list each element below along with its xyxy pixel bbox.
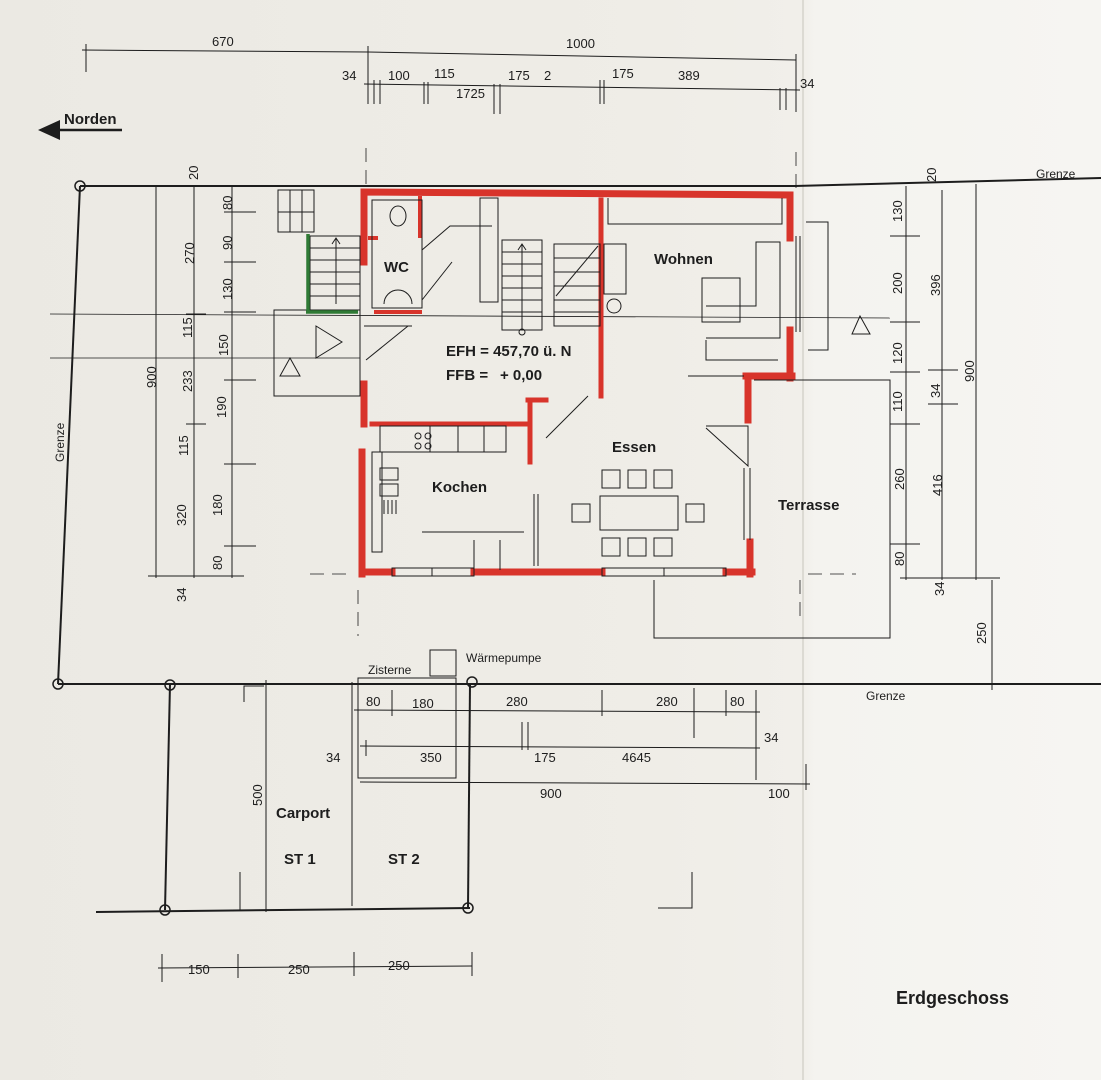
dim-right-200: 200 bbox=[890, 272, 905, 294]
dim-34-left: 34 bbox=[342, 68, 356, 83]
dim-bottom-280-b: 280 bbox=[656, 694, 678, 709]
dim-left-900: 900 bbox=[144, 366, 159, 388]
dim-right-130: 130 bbox=[890, 200, 905, 222]
room-label-wc: WC bbox=[384, 259, 409, 276]
dim-1000: 1000 bbox=[566, 36, 595, 51]
property-boundary bbox=[57, 177, 1101, 913]
dim-left-80-b: 80 bbox=[210, 556, 225, 570]
dim-bottom-900: 900 bbox=[540, 786, 562, 801]
waermepumpe-label: Wärmepumpe bbox=[466, 651, 542, 665]
dim-bottom-4645: 4645 bbox=[622, 750, 651, 765]
grenze-top-right-label: Grenze bbox=[1036, 167, 1076, 181]
entrance-area bbox=[273, 189, 412, 397]
dim-175-b: 175 bbox=[612, 66, 634, 81]
top-dimension-lines bbox=[81, 44, 801, 114]
dim-right-34-b: 34 bbox=[932, 582, 947, 596]
dim-bottom-150: 150 bbox=[188, 962, 210, 977]
dim-bottom-80-b: 80 bbox=[730, 694, 744, 709]
dim-34-right: 34 bbox=[800, 76, 814, 91]
room-label-kochen: Kochen bbox=[432, 479, 487, 496]
norden-label: Norden bbox=[64, 111, 117, 128]
dim-left-90: 90 bbox=[220, 236, 235, 250]
carport-label: Carport bbox=[276, 805, 330, 822]
dim-right-416: 416 bbox=[930, 474, 945, 496]
dim-left-150: 150 bbox=[216, 334, 231, 356]
parking-st1-label: ST 1 bbox=[284, 851, 316, 868]
dim-175-a: 175 bbox=[508, 68, 530, 83]
dim-115: 115 bbox=[434, 66, 455, 81]
dim-bottom-175: 175 bbox=[534, 750, 556, 765]
dim-right-120: 120 bbox=[890, 342, 905, 364]
dim-670: 670 bbox=[212, 34, 234, 49]
dim-2: 2 bbox=[544, 68, 551, 83]
dim-bottom-250-a: 250 bbox=[288, 962, 310, 977]
north-arrow-icon bbox=[38, 120, 122, 140]
dim-right-260: 260 bbox=[892, 468, 907, 490]
dim-right-396: 396 bbox=[928, 274, 943, 296]
dim-right-250: 250 bbox=[974, 622, 989, 644]
dim-bottom-80-a: 80 bbox=[366, 694, 380, 709]
dim-left-320: 320 bbox=[174, 504, 189, 526]
zisterne-label: Zisterne bbox=[368, 663, 412, 677]
dim-left-115-a: 115 bbox=[180, 317, 195, 338]
dim-right-110: 110 bbox=[890, 391, 905, 412]
axis-lines bbox=[49, 148, 891, 636]
dim-100: 100 bbox=[388, 68, 410, 83]
grenze-left-label: Grenze bbox=[53, 422, 67, 462]
dim-left-190: 190 bbox=[214, 396, 229, 418]
dim-bottom-250-b: 250 bbox=[388, 958, 410, 973]
dim-bottom-100: 100 bbox=[768, 786, 790, 801]
dim-left-130: 130 bbox=[220, 278, 235, 300]
ffb-value: + 0,00 bbox=[500, 367, 542, 384]
dim-bottom-350: 350 bbox=[420, 750, 442, 765]
grenze-bottom-right-label: Grenze bbox=[866, 689, 906, 703]
dim-left-34: 34 bbox=[174, 588, 189, 602]
plan-title: Erdgeschoss bbox=[896, 988, 1009, 1008]
dim-389: 389 bbox=[678, 68, 700, 83]
dim-1725: 1725 bbox=[456, 86, 485, 101]
dim-left-233: 233 bbox=[180, 370, 195, 392]
dim-right-34-a: 34 bbox=[928, 384, 943, 398]
dim-left-80-a: 80 bbox=[220, 196, 235, 210]
room-label-wohnen: Wohnen bbox=[654, 251, 713, 268]
parking-st2-label: ST 2 bbox=[388, 851, 420, 868]
dim-right-900: 900 bbox=[962, 360, 977, 382]
dim-bottom-280-a: 280 bbox=[506, 694, 528, 709]
dim-left-270: 270 bbox=[182, 242, 197, 264]
dim-bottom-500: 500 bbox=[250, 784, 265, 806]
dim-bottom-180: 180 bbox=[412, 696, 434, 711]
left-dimension-lines bbox=[148, 185, 256, 578]
dim-left-180: 180 bbox=[210, 494, 225, 516]
efh-label: EFH = 457,70 ü. N bbox=[446, 343, 571, 360]
dim-right-80: 80 bbox=[892, 552, 907, 566]
right-dimension-lines bbox=[890, 184, 1000, 690]
dim-bottom-34-right: 34 bbox=[764, 730, 778, 745]
room-label-terrasse: Terrasse bbox=[778, 497, 839, 514]
ffb-label: FFB = bbox=[446, 367, 488, 384]
interior-details bbox=[239, 197, 891, 910]
paper-fold bbox=[802, 0, 804, 1080]
dim-left-20: 20 bbox=[186, 166, 201, 180]
dim-right-20: 20 bbox=[924, 168, 939, 182]
red-walls bbox=[358, 188, 796, 578]
dim-bottom-34-left: 34 bbox=[326, 750, 340, 765]
boundary-points bbox=[52, 180, 478, 916]
dim-left-115-b: 115 bbox=[176, 435, 191, 456]
room-label-essen: Essen bbox=[612, 439, 656, 456]
bottom-dimension-lines bbox=[157, 680, 811, 982]
